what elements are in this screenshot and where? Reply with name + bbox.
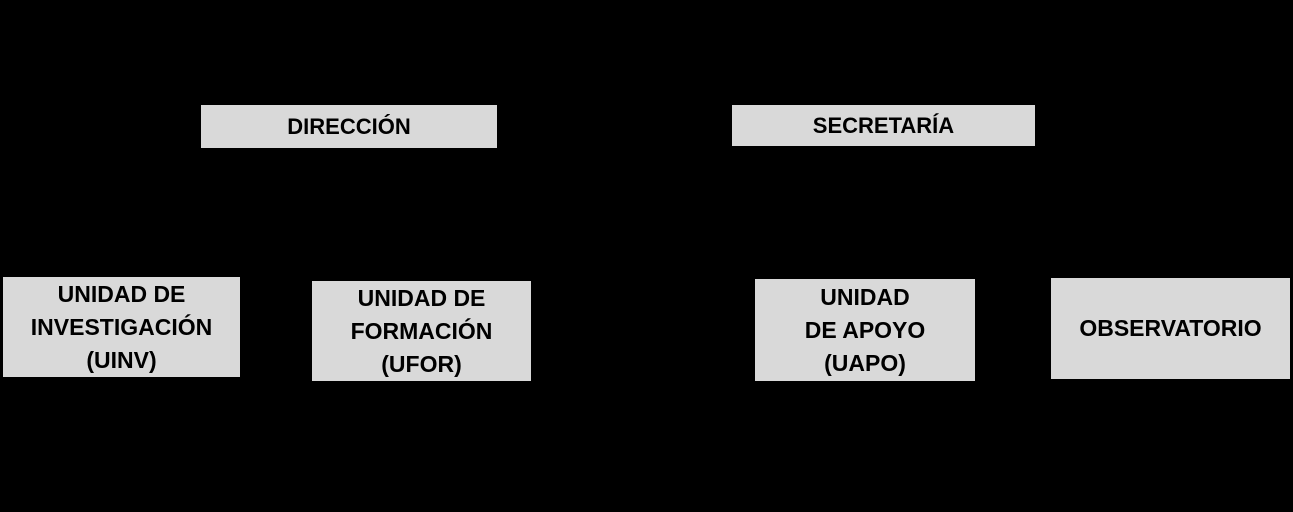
node-secretaria-label: SECRETARÍA (812, 112, 955, 138)
node-secretaria: SECRETARÍA (732, 105, 1035, 146)
node-unidad-apoyo-label-line2: DE APOYO (804, 316, 926, 343)
node-unidad-formacion-label-line1: UNIDAD DE (357, 284, 486, 311)
node-unidad-formacion-label-line2: FORMACIÓN (350, 317, 493, 344)
node-unidad-apoyo-label-line3: (UAPO) (824, 349, 906, 376)
node-unidad-formacion-label-line3: (UFOR) (381, 350, 462, 377)
node-direccion: DIRECCIÓN (201, 105, 497, 148)
node-unidad-investigacion: UNIDAD DE INVESTIGACIÓN (UINV) (3, 277, 240, 377)
node-unidad-formacion: UNIDAD DE FORMACIÓN (UFOR) (312, 281, 531, 381)
node-observatorio: OBSERVATORIO (1051, 278, 1290, 379)
node-unidad-apoyo-label-line1: UNIDAD (820, 283, 910, 310)
node-unidad-investigacion-label-line2: INVESTIGACIÓN (30, 313, 213, 340)
node-unidad-apoyo: UNIDAD DE APOYO (UAPO) (755, 279, 975, 381)
node-direccion-label: DIRECCIÓN (287, 113, 411, 139)
node-unidad-investigacion-label-line3: (UINV) (86, 346, 157, 373)
node-unidad-investigacion-label-line1: UNIDAD DE (57, 280, 186, 307)
node-observatorio-label: OBSERVATORIO (1079, 315, 1262, 341)
